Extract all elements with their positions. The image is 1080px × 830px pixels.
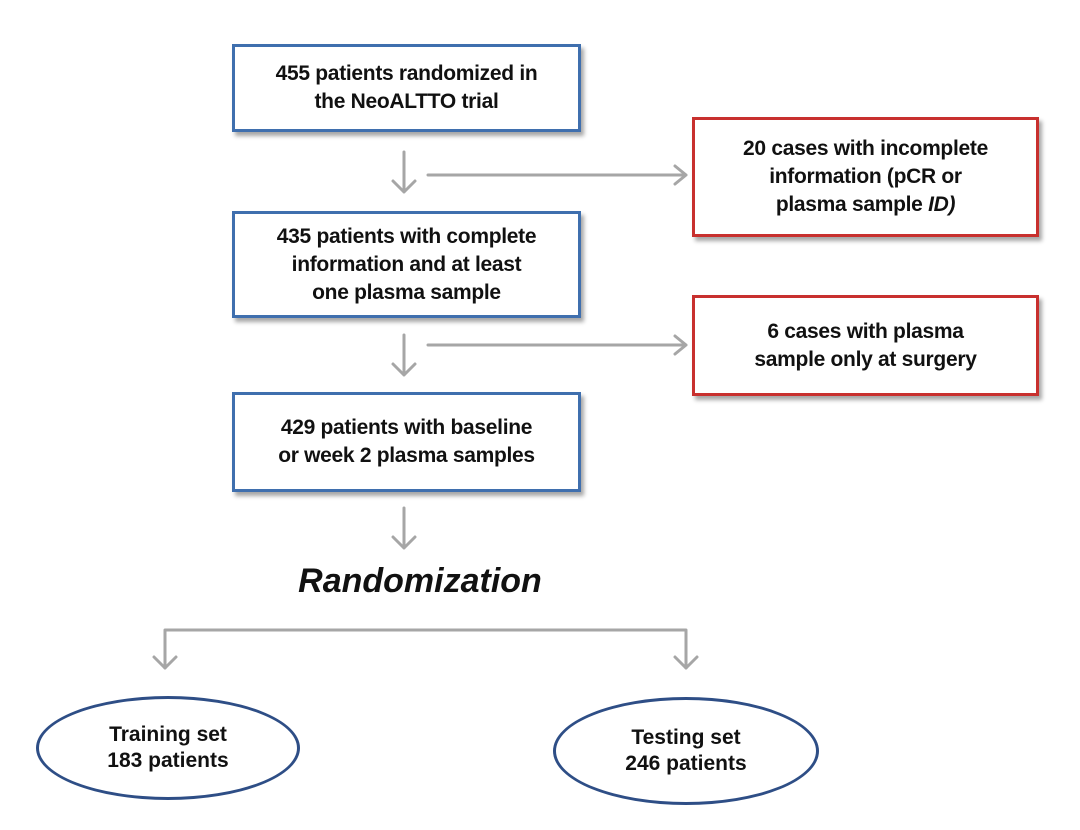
training-set-oval: Training set 183 patients — [36, 696, 300, 800]
arrow-head-testing — [673, 655, 699, 670]
arrow-right-1 — [426, 164, 688, 186]
testing-set-text: Testing set 246 patients — [625, 726, 747, 775]
arrow-head-training — [152, 655, 178, 670]
baseline-samples-box: 429 patients with baseline or week 2 pla… — [232, 392, 581, 492]
randomized-patients-text: 455 patients randomized in the NeoALTTO … — [275, 62, 538, 113]
complete-info-box: 435 patients with complete information a… — [232, 211, 581, 318]
complete-info-text: 435 patients with complete information a… — [276, 224, 537, 304]
surgery-only-text: 6 cases with plasma sample only at surge… — [754, 319, 977, 371]
randomization-label: Randomization — [298, 562, 542, 600]
incomplete-info-main: 20 cases with incomplete information (pC… — [743, 137, 988, 216]
surgery-only-box: 6 cases with plasma sample only at surge… — [692, 295, 1039, 396]
arrow-down-3 — [391, 506, 417, 550]
testing-set-oval: Testing set 246 patients — [553, 697, 819, 805]
training-set-text: Training set 183 patients — [107, 723, 229, 772]
split-line — [163, 628, 688, 670]
arrow-down-1 — [391, 150, 417, 194]
randomized-patients-box: 455 patients randomized in the NeoALTTO … — [232, 44, 581, 132]
baseline-samples-text: 429 patients with baseline or week 2 pla… — [278, 416, 535, 467]
arrow-right-2 — [426, 334, 688, 356]
incomplete-info-box: 20 cases with incomplete information (pC… — [692, 117, 1039, 237]
incomplete-info-id: ID) — [928, 193, 956, 216]
arrow-down-2 — [391, 333, 417, 377]
incomplete-info-text: 20 cases with incomplete information (pC… — [743, 135, 988, 219]
